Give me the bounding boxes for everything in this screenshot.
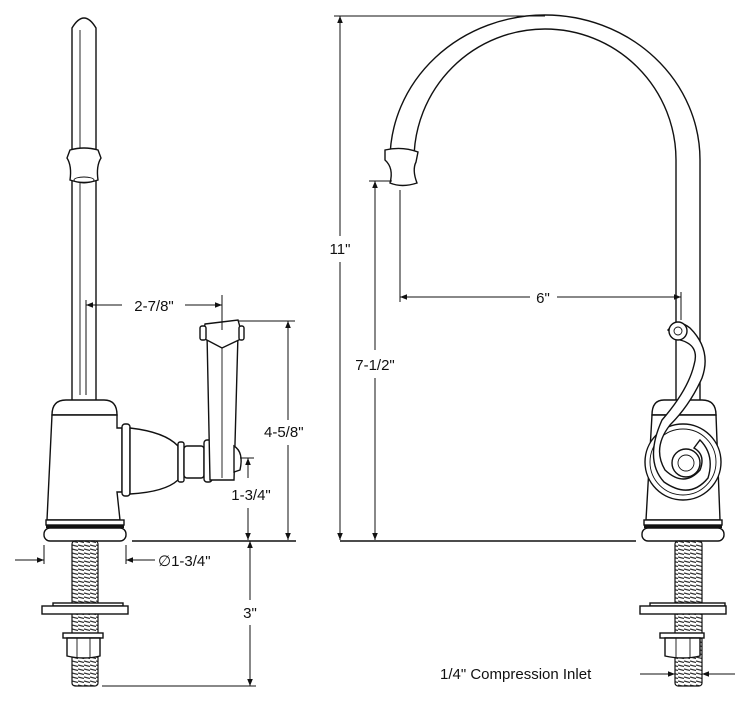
dim-handle-base-height: 1-3/4": [231, 487, 271, 504]
body: [46, 414, 123, 521]
dim-shank-length: 3": [243, 605, 257, 622]
faucet-side-view: [41, 17, 245, 687]
body-base: [43, 527, 127, 542]
dim-total-height: 11": [330, 241, 351, 258]
escutcheon: [129, 427, 179, 495]
spout-tube: [71, 17, 97, 400]
dim-spout-reach-side: 2-7/8": [134, 298, 174, 315]
body-cap: [51, 399, 118, 416]
dim-base-diameter: ∅1-3/4": [158, 553, 211, 570]
escutcheon-ring: [121, 423, 131, 497]
hex-nut: [66, 637, 101, 659]
front-view-dimensions: 11" 7-1/2" 6" 1/4" Compression Inlet: [330, 15, 735, 683]
scroll-lever-handle: [652, 322, 711, 491]
inlet-label: 1/4" Compression Inlet: [440, 666, 592, 683]
side-view-dimensions: 2-7/8" 4-5/8" 1-3/4" ∅1-3/4" 3": [15, 295, 304, 687]
body-band: [45, 519, 125, 526]
dim-handle-height: 4-5/8": [264, 424, 304, 441]
mounting-washer: [41, 605, 129, 615]
dim-spout-reach-front: 6": [536, 290, 550, 307]
faucet-front-view: [384, 14, 727, 687]
dim-spout-height: 7-1/2": [355, 357, 395, 374]
gooseneck-inner: [413, 28, 677, 400]
gooseneck-outer: [389, 14, 701, 400]
spout-nozzle: [384, 147, 419, 187]
spout-collar: [66, 147, 102, 184]
